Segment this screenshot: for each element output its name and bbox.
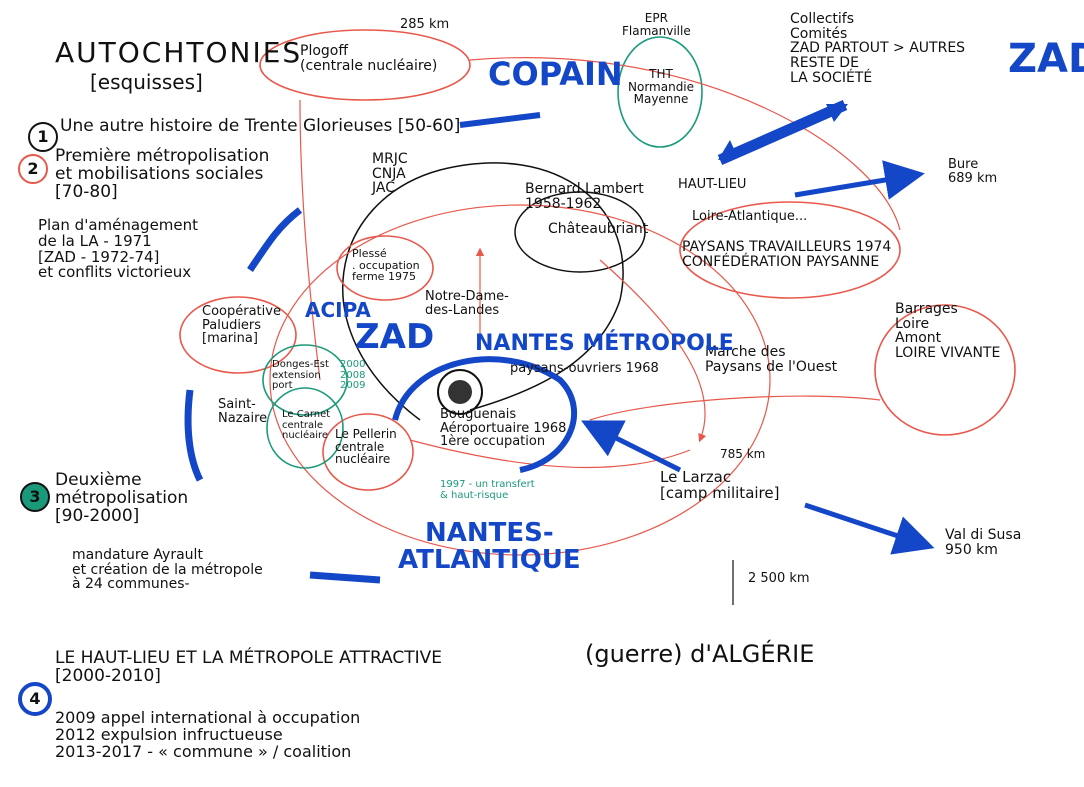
period-4-text: LE HAUT-LIEU ET LA MÉTROPOLE ATTRACTIVE …: [55, 648, 443, 686]
center-target-outer: [437, 369, 483, 415]
node-paysans-ouvriers: paysans-ouvriers 1968: [510, 361, 659, 376]
label-nantes-metropole: NANTES MÉTROPOLE: [475, 331, 734, 356]
blue-arc-bottom: [309, 571, 381, 584]
node-val-di-susa: Val di Susa 950 km: [945, 527, 1022, 558]
dist-785: 785 km: [720, 447, 766, 461]
period-3-text: Deuxième métropolisation [90-2000]: [55, 470, 189, 526]
note-chronology: 2009 appel international à occupation 20…: [55, 708, 361, 761]
node-paysans-travailleurs: PAYSANS TRAVAILLEURS 1974 CONFÉDÉRATION …: [682, 239, 892, 270]
label-zad-center: ZAD: [355, 317, 435, 357]
tht-ellipse: [617, 36, 703, 148]
page-subtitle: [esquisses]: [90, 70, 203, 94]
red-link-2: [599, 259, 707, 443]
note-plan-amenagement: Plan d'aménagement de la LA - 1971 [ZAD …: [38, 216, 199, 282]
blue-copain-stroke: [459, 112, 541, 128]
node-plesse: Plessé . occupation ferme 1975: [352, 247, 420, 284]
node-bernard-lambert: Bernard Lambert 1958-1962: [525, 181, 644, 212]
node-tht: THT Normandie Mayenne: [628, 67, 695, 107]
barrages-ellipse: [874, 304, 1016, 436]
node-saint-nazaire: Saint- Nazaire: [218, 397, 268, 426]
node-guerre-algerie: (guerre) d'ALGÉRIE: [585, 640, 815, 668]
node-marche-paysans: Marche des Paysans de l'Ouest: [705, 344, 838, 375]
node-loire-atlantique: Loire-Atlantique...: [692, 209, 808, 224]
period-1-number: 1: [28, 122, 58, 152]
blue-arc-left: [184, 389, 204, 482]
node-barrages: Barrages Loire Amont LOIRE VIVANTE: [895, 301, 1001, 362]
node-le-pellerin: Le Pellerin centrale nucléaire: [335, 427, 397, 467]
node-chateaubriant: Châteaubriant: [548, 221, 649, 237]
node-donges: Donges-Est extension port: [272, 359, 329, 391]
period-2-number: 2: [18, 154, 48, 184]
note-mandature: mandature Ayrault et création de la métr…: [72, 547, 263, 593]
node-larzac: Le Larzac [camp militaire]: [660, 468, 780, 502]
period-1-text: Une autre histoire de Trente Glorieuses …: [60, 116, 461, 136]
red-link-3: [589, 395, 881, 421]
node-dates-green: 2000 2008 2009: [340, 359, 366, 391]
node-notre-dame-des-landes: Notre-Dame- des-Landes: [425, 289, 509, 318]
paysans-ellipse: [679, 201, 901, 299]
red-link-5: [299, 99, 321, 381]
blue-link-bure: [794, 160, 925, 200]
donges-ellipse: [262, 344, 348, 416]
node-epr: EPR Flamanville: [622, 11, 691, 38]
black-loop: [341, 162, 624, 421]
plessé-ellipse: [336, 235, 434, 301]
label-zad-top-right: ZAD: [1008, 36, 1084, 82]
carnet-ellipse: [266, 387, 344, 469]
node-cooperative: Coopérative Paludiers [marina]: [202, 304, 281, 347]
plogoff-ellipse: [259, 29, 471, 101]
period-4-number: 4: [18, 682, 52, 716]
red-link-4: [409, 439, 691, 469]
chateaubriant-circle: [514, 191, 646, 273]
node-mrjc: MRJC CNJA JAC: [372, 151, 408, 197]
page-title: AUTOCHTONIES: [55, 36, 303, 69]
blue-double-arrow: [717, 99, 848, 166]
period-2-text: Première métropolisation et mobilisation…: [55, 146, 270, 202]
node-haut-lieu: HAUT-LIEU: [678, 177, 747, 192]
node-collectifs: Collectifs Comités ZAD PARTOUT > AUTRES …: [790, 11, 966, 86]
blue-link-val-susa: [804, 502, 935, 555]
label-copain: COPAIN: [488, 55, 623, 93]
blue-arc-top: [247, 207, 303, 272]
period-3-number: 3: [20, 482, 50, 512]
blue-arc-nantes: [392, 356, 578, 473]
label-nantes-atlantique: NANTES- ATLANTIQUE: [398, 518, 581, 576]
dist-285: 285 km: [400, 17, 450, 32]
pellerin-ellipse: [322, 413, 414, 491]
node-plogoff: Plogoff (centrale nucléaire): [300, 43, 438, 74]
node-bure: Bure 689 km: [948, 157, 998, 186]
coop-ellipse: [179, 296, 297, 374]
node-transfert: 1997 - un transfert & haut-risque: [440, 479, 535, 501]
center-target-inner: [448, 380, 472, 404]
blue-link-larzac: [581, 420, 682, 473]
big-red-loop: [269, 204, 771, 556]
label-acipa: ACIPA: [305, 298, 371, 322]
node-bouguenais: Bouguenais Aéroportuaire 1968 1ère occup…: [440, 407, 567, 450]
dist-2500: 2 500 km: [748, 571, 810, 586]
node-le-carnet: Le Carnet centrale nucléaire: [282, 409, 331, 441]
